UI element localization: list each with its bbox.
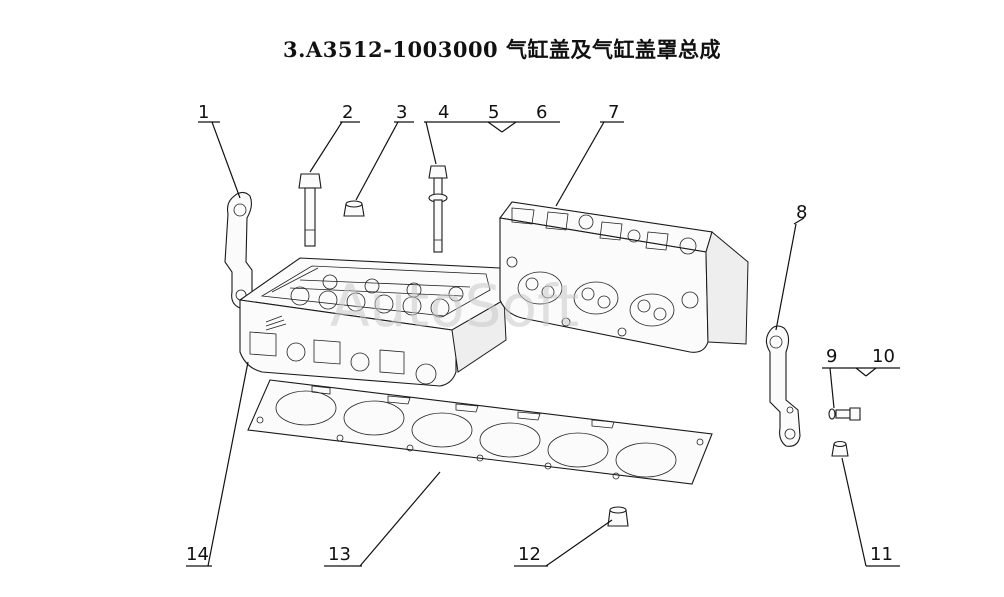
leader-lines xyxy=(186,121,900,567)
part-1-lifting-bracket xyxy=(224,191,253,309)
callout-8: 8 xyxy=(796,202,807,223)
diagram-title: 3.A3512-1003000 气缸盖及气缸盖罩总成 xyxy=(283,37,721,62)
part-9-10-washer-bolt xyxy=(828,407,861,421)
part-7-cylinder-head xyxy=(499,201,749,353)
callout-labels: 1 2 3 4 5 6 7 8 9 10 11 12 13 14 xyxy=(186,102,895,565)
callout-11: 11 xyxy=(870,544,893,565)
callout-13: 13 xyxy=(328,544,351,565)
part-3-plug xyxy=(343,200,365,217)
callout-1: 1 xyxy=(198,102,209,123)
part-8-lifting-bracket xyxy=(765,325,801,447)
callout-2: 2 xyxy=(342,102,353,123)
callout-3: 3 xyxy=(396,102,407,123)
watermark-text: AutoSoft xyxy=(330,272,579,340)
part-12-dowel xyxy=(607,506,629,527)
callout-6: 6 xyxy=(536,102,547,123)
callout-10: 10 xyxy=(872,346,895,367)
part-2-cylinder-head-bolt xyxy=(298,173,322,247)
callout-4: 4 xyxy=(438,102,449,123)
part-13-head-gasket xyxy=(247,379,713,485)
part-4-5-6-bolt-washer xyxy=(428,165,448,253)
callout-12: 12 xyxy=(518,544,541,565)
callout-5: 5 xyxy=(488,102,499,123)
callout-9: 9 xyxy=(826,346,837,367)
callout-14: 14 xyxy=(186,544,209,565)
callout-7: 7 xyxy=(608,102,619,123)
part-11-bolt xyxy=(831,440,849,457)
